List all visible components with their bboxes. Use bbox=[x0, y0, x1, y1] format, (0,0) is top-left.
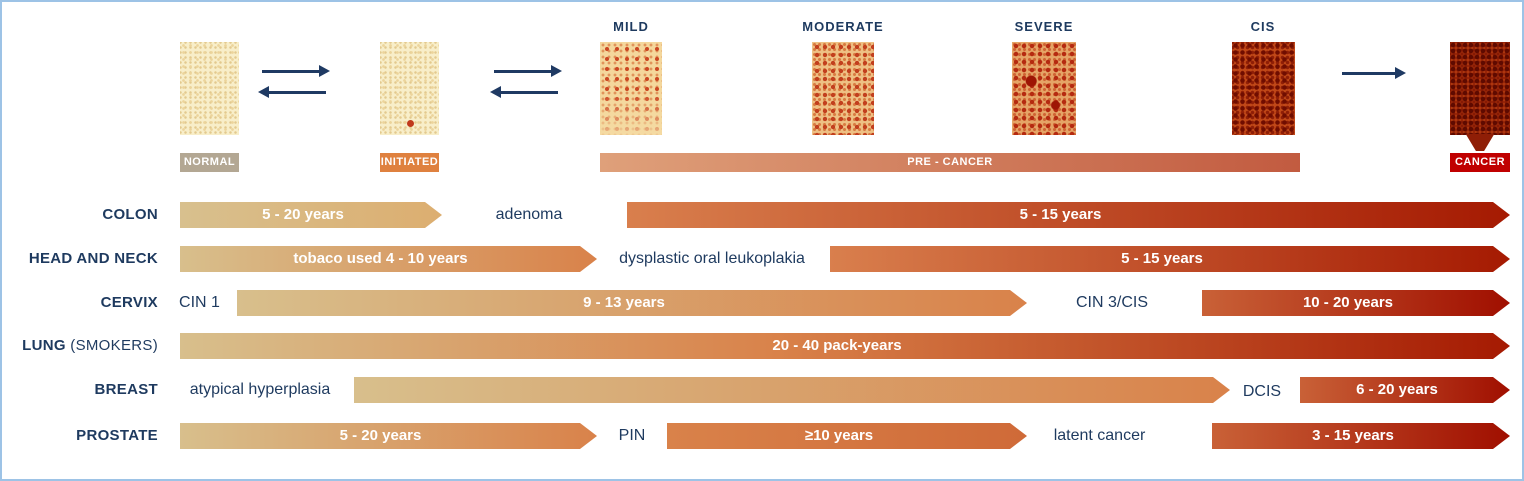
cervix-pre-label: CIN 1 bbox=[179, 294, 220, 311]
forward-arrow-icon bbox=[262, 65, 330, 77]
prostate-mid2-label: latent cancer bbox=[1053, 427, 1146, 444]
tissue-severe-image bbox=[1012, 42, 1076, 135]
badge-cancer: CANCER bbox=[1450, 153, 1510, 172]
row-label-prostate: PROSTATE bbox=[76, 427, 158, 444]
stage-label-mild: MILD bbox=[613, 19, 649, 34]
prostate-mid1-label: PIN bbox=[618, 427, 646, 444]
cervix-early-arrow: 9 - 13 years bbox=[237, 290, 1027, 316]
head-neck-late-arrow: 5 - 15 years bbox=[830, 246, 1510, 272]
lung-label: LUNG bbox=[22, 337, 66, 354]
breast-pre-label: atypical hyperplasia bbox=[189, 381, 331, 398]
tissue-cis-image bbox=[1232, 42, 1295, 135]
head-neck-early-arrow: tobaco used 4 - 10 years bbox=[180, 246, 597, 272]
tissue-mild-image bbox=[600, 42, 662, 135]
backward-arrow-icon bbox=[490, 86, 558, 98]
colon-mid-label: adenoma bbox=[495, 206, 563, 223]
row-label-head-neck: HEAD AND NECK bbox=[28, 250, 158, 267]
stage-label-cis: CIS bbox=[1250, 19, 1276, 34]
colon-early-arrow: 5 - 20 years bbox=[180, 202, 442, 228]
stage-label-severe: SEVERE bbox=[1014, 19, 1074, 34]
breast-late-arrow: 6 - 20 years bbox=[1300, 377, 1510, 403]
forward-arrow-icon bbox=[1342, 67, 1406, 79]
badge-normal: NORMAL bbox=[180, 153, 239, 172]
backward-arrow-icon bbox=[258, 86, 326, 98]
tissue-cancer-image bbox=[1450, 42, 1510, 135]
badge-initiated: INITIATED bbox=[380, 153, 439, 172]
colon-late-arrow: 5 - 15 years bbox=[627, 202, 1510, 228]
row-label-lung: LUNG (SMOKERS) bbox=[2, 333, 158, 359]
lung-full-arrow: 20 - 40 pack-years bbox=[180, 333, 1510, 359]
breast-early-arrow bbox=[354, 377, 1230, 403]
forward-arrow-icon bbox=[494, 65, 562, 77]
breast-mid-label: DCIS bbox=[1242, 383, 1282, 400]
prostate-early-arrow: 5 - 20 years bbox=[180, 423, 597, 449]
row-label-breast: BREAST bbox=[94, 381, 158, 398]
cervix-mid-label: CIN 3/CIS bbox=[1075, 294, 1148, 311]
lung-label-suffix: (SMOKERS) bbox=[65, 337, 158, 354]
head-neck-mid-label: dysplastic oral leukoplakia bbox=[619, 250, 805, 267]
prostate-late-arrow: 3 - 15 years bbox=[1212, 423, 1510, 449]
tissue-moderate-image bbox=[812, 42, 874, 135]
prostate-middle-arrow: ≥10 years bbox=[667, 423, 1027, 449]
tissue-initiated-image bbox=[380, 42, 439, 135]
tissue-normal-image bbox=[180, 42, 239, 135]
cervix-late-arrow: 10 - 20 years bbox=[1202, 290, 1510, 316]
row-label-cervix: CERVIX bbox=[100, 294, 158, 311]
stage-label-moderate: MODERATE bbox=[802, 19, 884, 34]
row-label-colon: COLON bbox=[102, 206, 158, 223]
badge-pre-cancer: PRE - CANCER bbox=[600, 153, 1300, 172]
